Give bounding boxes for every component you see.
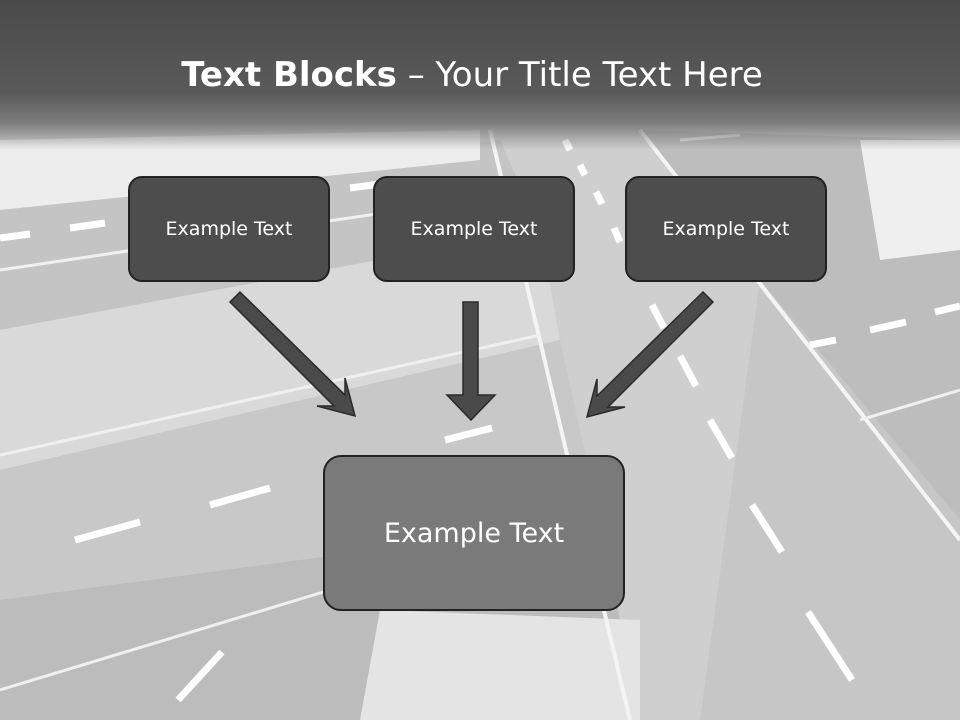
slide-title: Text Blocks – Your Title Text Here (0, 52, 944, 98)
arrow-center (445, 301, 497, 422)
arrow-left (228, 290, 357, 418)
title-band (0, 0, 960, 150)
title-rest: Your Title Text Here (435, 55, 763, 95)
text-block-1: Example Text (128, 176, 330, 282)
title-bold: Text Blocks (181, 55, 397, 95)
text-block-3: Example Text (625, 176, 827, 282)
result-block: Example Text (323, 455, 625, 611)
title-dash: – (396, 55, 436, 95)
arrow-right (585, 290, 715, 419)
text-block-2: Example Text (373, 176, 575, 282)
